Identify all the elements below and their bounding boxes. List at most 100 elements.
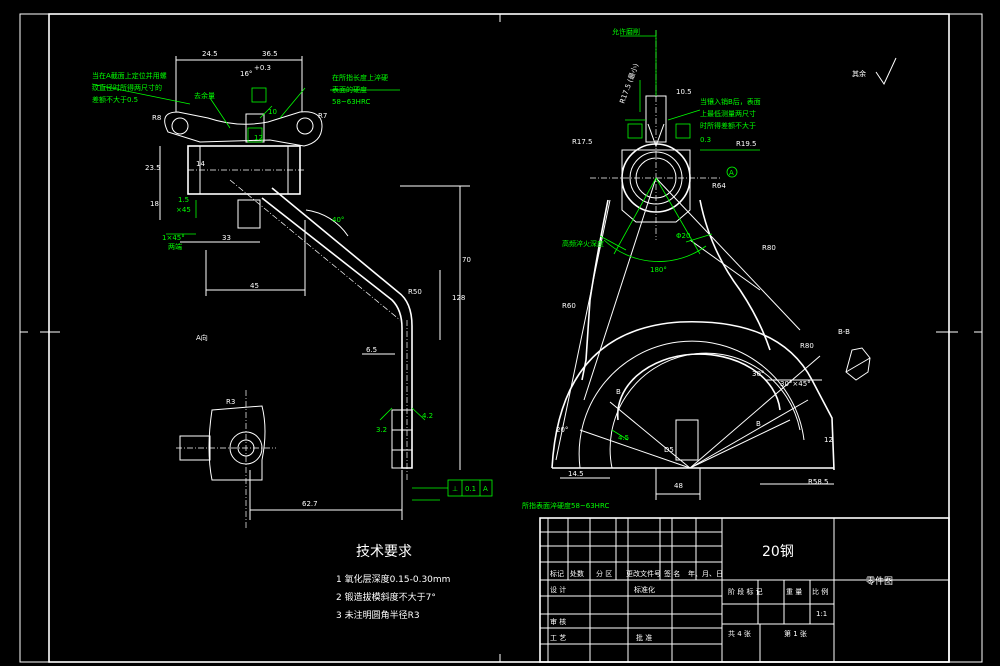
- dim-text: 3.2: [376, 426, 387, 434]
- left-part-view: [91, 56, 493, 520]
- dim-text: 1×45°: [162, 234, 185, 242]
- dim-text: R50: [408, 288, 422, 296]
- right-label: R64: [712, 182, 726, 190]
- scale-value: 1:1: [816, 610, 827, 618]
- a-view: [176, 390, 276, 530]
- right-label: R19.5: [736, 140, 756, 148]
- tech-req-item: 2 锻造拔模斜度不大于7°: [336, 591, 436, 603]
- dim-text: 14: [196, 160, 205, 168]
- dim-text: 10: [268, 108, 277, 116]
- right-label: 10.5: [676, 88, 692, 96]
- right-label: 180°: [650, 266, 667, 274]
- note-green: 当在A截面上定位并用螺: [92, 71, 167, 80]
- dim-text: +0.3: [254, 64, 271, 72]
- right-label: 14.5: [568, 470, 584, 478]
- stage-mark-label: 阶 段 标 记: [728, 587, 763, 596]
- right-label: 允许磨削: [612, 27, 640, 36]
- tech-req-item: 3 未注明圆角半径R3: [336, 609, 420, 621]
- dim-text: 18: [150, 200, 159, 208]
- right-label: 30°: [752, 370, 764, 378]
- tolerance-symbol: ⊥: [452, 485, 458, 493]
- outer-border: [19, 13, 983, 663]
- dim-text: 24.5: [202, 50, 218, 58]
- dim-text: R8: [152, 114, 161, 122]
- right-label: 48: [674, 482, 683, 490]
- right-label: R80: [800, 342, 814, 350]
- note-green: 差额不大于0.5: [92, 95, 138, 104]
- check-label: 审 核: [550, 617, 566, 626]
- bottom-note: 所指表面淬硬度58~63HRC: [522, 501, 609, 510]
- dim-text: 36.5: [262, 50, 278, 58]
- right-label: 4.5: [618, 434, 629, 442]
- dim-text: 4.2: [422, 412, 433, 420]
- right-label: A: [729, 169, 734, 177]
- dim-text: ×45: [176, 206, 191, 214]
- right-label: R17.5: [572, 138, 592, 146]
- left-dimension-texts: 24.5 36.5 16° +0.3 R8 R7 23.5 18 1.5 ×45…: [92, 50, 488, 508]
- dim-text: 12: [254, 134, 263, 142]
- tolerance-value: 0.1: [465, 485, 476, 493]
- title-block: [539, 517, 950, 663]
- right-label: 时所得差额不大于: [700, 121, 756, 130]
- tech-req-heading: 技术要求: [356, 544, 412, 560]
- note-green: 去余量: [194, 91, 215, 100]
- tolerance-datum: A: [483, 485, 488, 493]
- inner-border: [48, 13, 950, 663]
- right-label: 0.3: [700, 136, 711, 144]
- dim-text: 45: [250, 282, 259, 290]
- tolerance-frame: [447, 479, 493, 497]
- header-date: 年、月、日: [688, 569, 723, 578]
- dim-text: R3: [226, 398, 235, 406]
- right-label: B: [616, 388, 621, 396]
- dim-text: 128: [452, 294, 465, 302]
- dim-text: 23.5: [145, 164, 161, 172]
- view-label: A向: [196, 333, 208, 342]
- dim-text: 33: [222, 234, 231, 242]
- right-label: D5: [664, 446, 674, 454]
- scale-label: 比 例: [812, 587, 828, 596]
- dim-text: 1.5: [178, 196, 189, 204]
- roughness-label: 其余: [852, 69, 866, 78]
- dim-text: 两端: [168, 242, 182, 251]
- technical-requirements: 技术要求 1 氧化层深度0.15-0.30mm 2 锻造拔模斜度不大于7° 3 …: [336, 544, 450, 621]
- right-label: Φ20: [676, 232, 690, 240]
- right-label: R17.5 (最小): [617, 62, 640, 105]
- dim-text: 62.7: [302, 500, 318, 508]
- material-label: 20钢: [762, 544, 794, 560]
- right-label: R80: [762, 244, 776, 252]
- tech-req-item: 1 氧化层深度0.15-0.30mm: [336, 573, 450, 585]
- right-label: 12: [824, 436, 833, 444]
- right-label: 当镶入销B后，表面: [700, 97, 761, 106]
- right-label: B: [756, 420, 761, 428]
- standard-label: 标准化: [634, 585, 655, 594]
- sheet-number: 第 1 张: [784, 629, 807, 638]
- weight-label: 重 量: [786, 588, 802, 596]
- header-count: 处数: [570, 569, 584, 578]
- right-dimension-texts: 允许磨削 R17.5 (最小) 10.5 当镶入销B后，表面 上最低测量两尺寸 …: [556, 27, 866, 490]
- note-green: 在所指长度上淬硬: [332, 73, 388, 82]
- header-change-doc: 更改文件号: [626, 569, 661, 578]
- dim-text: R7: [318, 112, 327, 120]
- right-label: 20°: [556, 426, 568, 434]
- sheets-total: 共 4 张: [728, 629, 751, 638]
- dim-text: 16°: [240, 70, 252, 78]
- part-name-label: 零件图: [866, 575, 893, 587]
- approve-label: 批 准: [636, 633, 652, 642]
- header-signature: 签 名: [664, 569, 680, 578]
- header-zone: 分 区: [596, 569, 612, 578]
- note-green: 纹直径时所得两尺寸的: [92, 83, 162, 92]
- dim-text: 40°: [332, 216, 344, 224]
- section-label: B-B: [838, 328, 850, 336]
- title-block-texts: 20钢 零件图 标记 处数 分 区 更改文件号 签 名 年、月、日 设 计 标准…: [550, 544, 893, 642]
- dim-text: 70: [462, 256, 471, 264]
- right-label: 高频淬火深度: [562, 239, 604, 248]
- dim-text: 6.5: [366, 346, 377, 354]
- zone-ticks: [20, 14, 982, 662]
- right-label: 上最低测量两尺寸: [700, 109, 756, 118]
- header-mark: 标记: [550, 569, 564, 578]
- note-green: 表面的硬度: [332, 85, 367, 94]
- right-part-view: [551, 30, 897, 500]
- design-label: 设 计: [550, 585, 566, 594]
- process-label: 工 艺: [550, 634, 566, 642]
